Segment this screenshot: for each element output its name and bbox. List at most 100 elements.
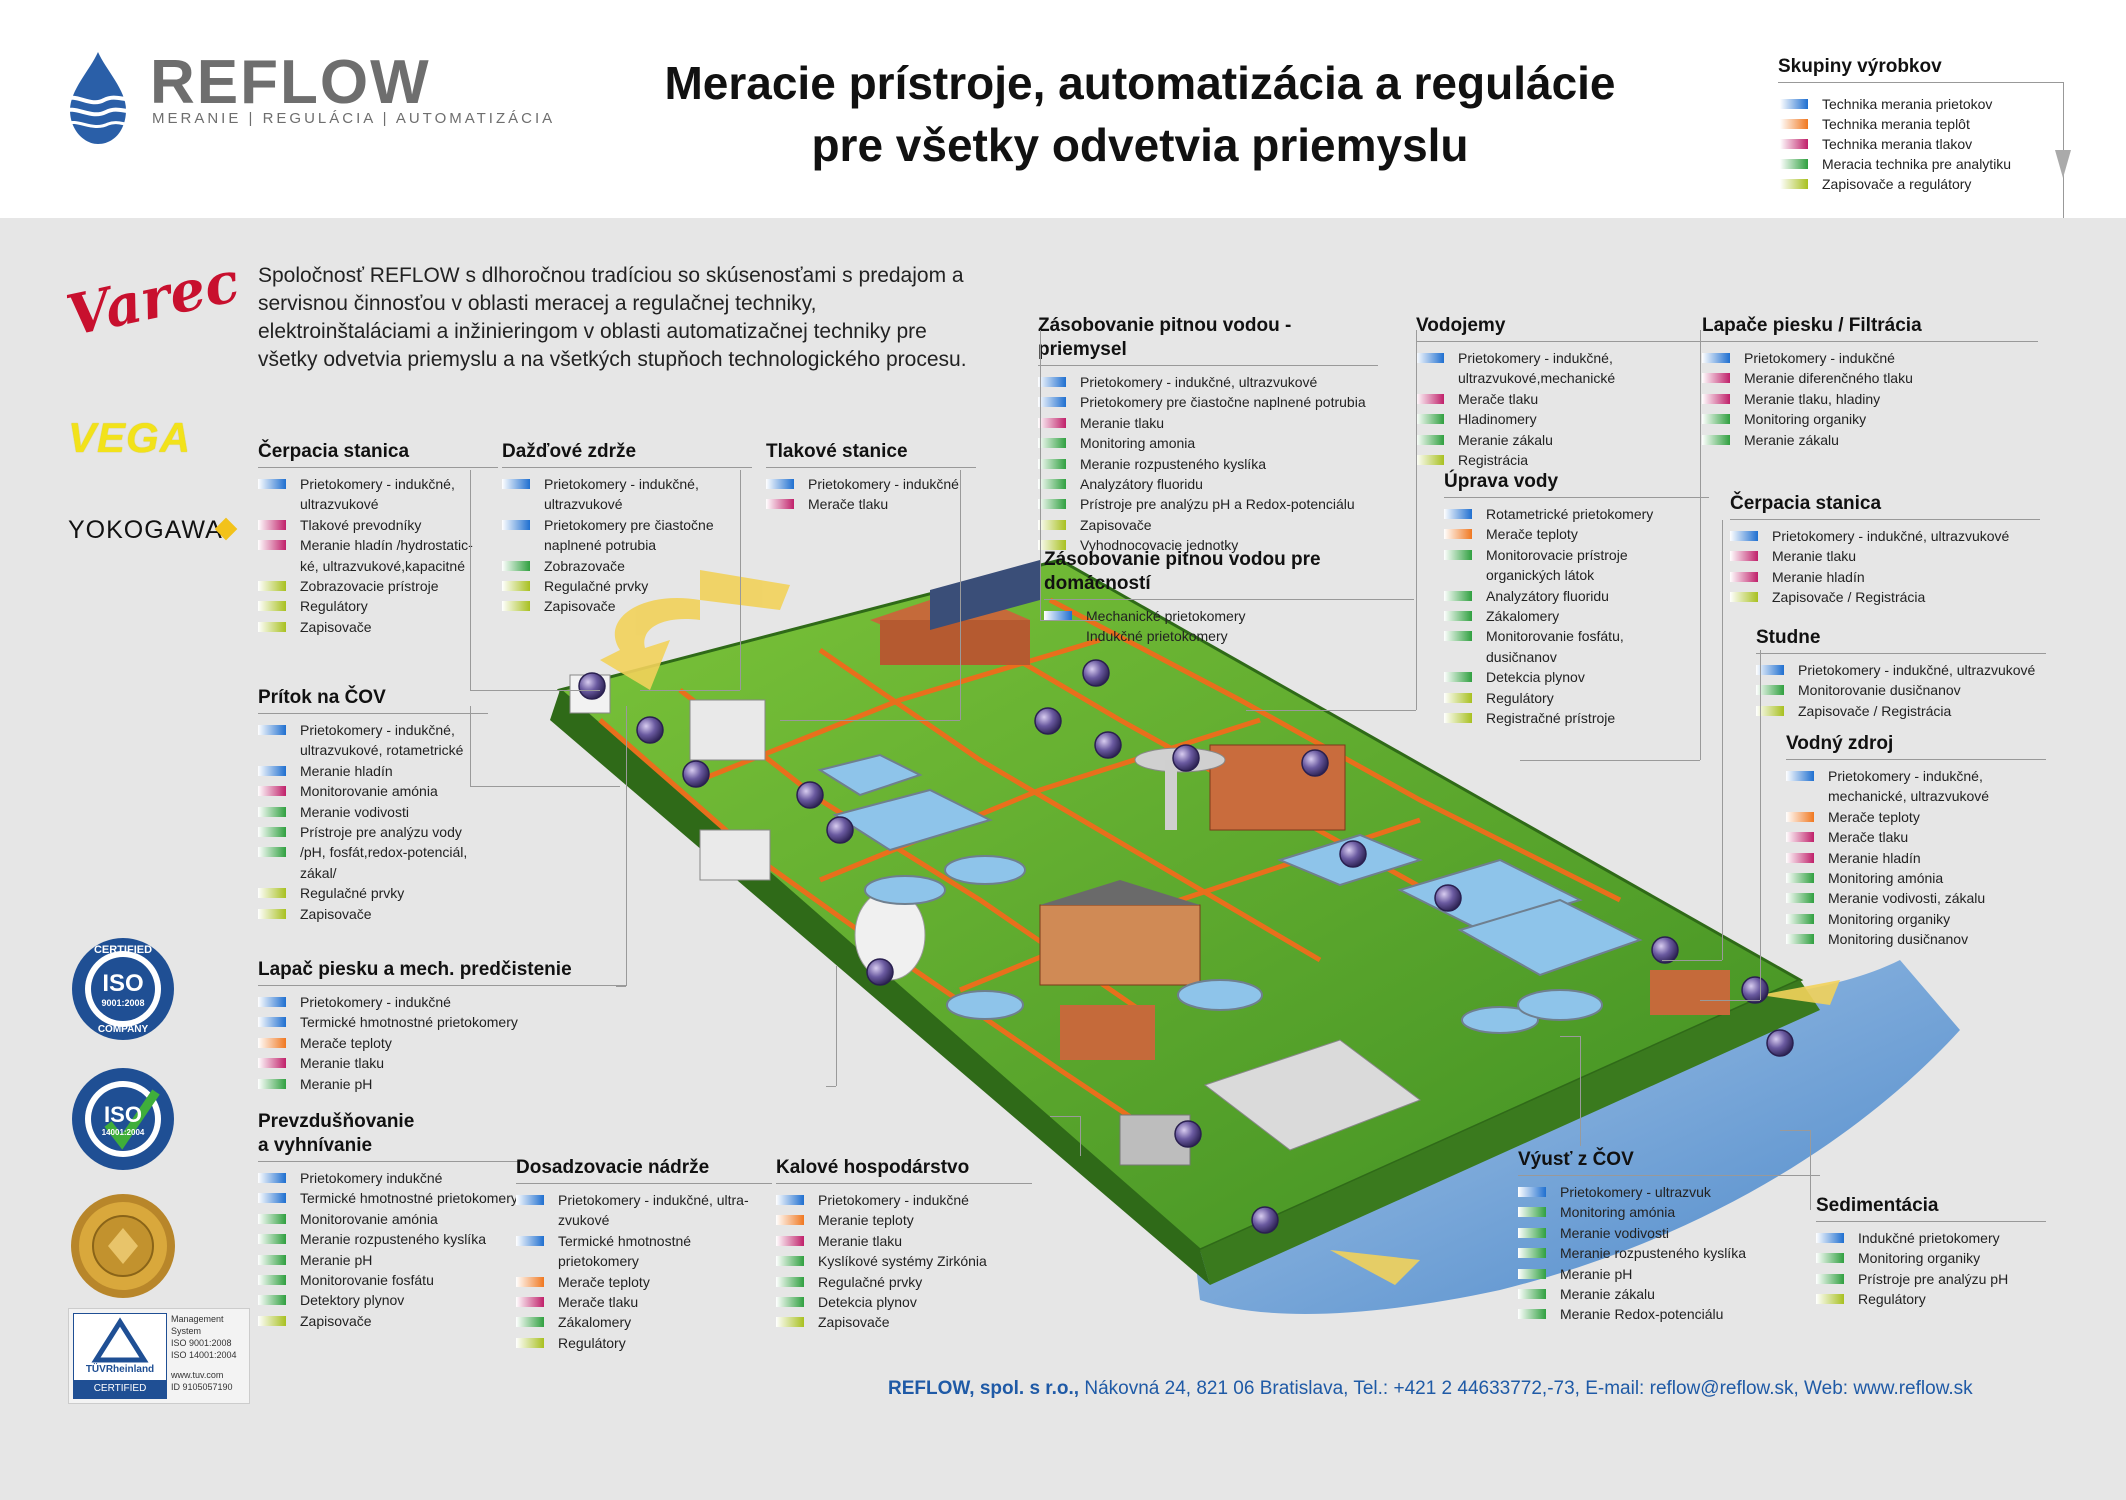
section-item: Meranie zákalu (1518, 1284, 1820, 1304)
category-swatch-icon (258, 621, 286, 632)
section-item-label: Zapisovače (300, 1312, 372, 1329)
category-swatch-icon (1416, 455, 1444, 466)
section-item: Prietokomery - indukčné, (1786, 766, 2046, 786)
section-item: Meranie zákalu (1702, 430, 2038, 450)
legend-item-label: Technika merania tlakov (1822, 136, 1973, 152)
category-swatch-icon (1444, 611, 1472, 622)
section-item-label: Prístroje pre analýzu pH a Redox-potenci… (1080, 496, 1355, 513)
section-item-label: Regulátory (558, 1334, 626, 1351)
section-item: Monitorovanie amónia (258, 781, 488, 801)
category-swatch-icon (1786, 771, 1814, 781)
section-item: Termické hmotnostné prietokomery (258, 1012, 626, 1032)
brand-name: REFLOW (150, 48, 431, 117)
section-item: Meranie pH (258, 1074, 626, 1094)
section-item: Merače tlaku (1416, 389, 1716, 409)
category-swatch-icon (766, 499, 794, 510)
category-swatch-icon (1702, 373, 1730, 384)
legend-arrow-icon (2055, 150, 2071, 178)
tuv-certificate: TÜVRheinland CERTIFIED Management System… (68, 1308, 250, 1404)
section-item-label: Regulátory (1858, 1291, 1926, 1308)
category-swatch-icon (1444, 509, 1472, 519)
section-item: Prietokomery - indukčné, ultrazvukové (1756, 660, 2046, 680)
buildings (569, 560, 1730, 1166)
legend-swatch-icon (1780, 119, 1808, 129)
legend-swatch-icon (1780, 99, 1808, 109)
section-title: Studne (1756, 627, 1821, 648)
legend-item: Technika merania tlakov (1780, 134, 2011, 154)
section-item: Meranie tlaku (776, 1231, 1032, 1251)
section-item: Zapisovače / Registrácia (1756, 701, 2046, 721)
section-item-label: Prietokomery - indukčné, ultrazvukové (1772, 528, 2010, 544)
section-item-label: Monitorovanie amónia (300, 783, 438, 800)
section-item: Meranie rozpusteného kyslíka (1518, 1243, 1820, 1263)
section-item-label: zvukové (558, 1212, 610, 1229)
section-item-label: ké, ultrazvukové,kapacitné (300, 557, 465, 574)
connector-line (1040, 330, 1041, 620)
section-item: Mechanické prietokomery (1044, 606, 1414, 626)
section-item-label: Meranie zákalu (1458, 431, 1553, 448)
section-item-label: Monitoring amónia (1828, 870, 1944, 887)
connector-line (780, 720, 960, 721)
section-underline (258, 467, 498, 468)
section-item: Meranie pH (1518, 1264, 1820, 1284)
category-swatch-icon (258, 1037, 286, 1048)
category-swatch-icon (1702, 434, 1730, 445)
connector-line (1580, 1036, 1581, 1146)
brand-tagline: MERANIE | REGULÁCIA | AUTOMATIZÁCIA (152, 110, 556, 127)
section-item-label: Meranie vodivosti (300, 803, 409, 820)
category-swatch-icon (1038, 479, 1066, 490)
category-swatch-icon (1416, 414, 1444, 425)
category-swatch-icon (258, 997, 286, 1007)
connector-line (960, 470, 961, 720)
section-item: Monitoring organiky (1702, 409, 2038, 429)
category-swatch-icon (1518, 1268, 1546, 1279)
section-item-label: Prietokomery - indukčné, ultra- (558, 1192, 749, 1208)
section-underline (258, 1161, 518, 1162)
category-swatch-icon (258, 725, 286, 735)
section-item-label: Prietokomery indukčné (300, 1170, 443, 1186)
section-item-label: Prístroje pre analýzu pH (1858, 1270, 2009, 1287)
section-item-label: ultrazvukové,mechanické (1458, 370, 1616, 387)
section-item: Regulátory (1816, 1289, 2046, 1309)
connector-line (1560, 1036, 1580, 1037)
category-swatch-icon (1444, 549, 1472, 560)
category-swatch-icon (258, 847, 286, 858)
category-swatch-icon (258, 1173, 286, 1183)
section-item: Detekcia plynov (776, 1292, 1032, 1312)
section-item: Meranie hladín /hydrostatic- (258, 535, 498, 555)
section-item: Rotametrické prietokomery (1444, 504, 1709, 524)
section-item-label: Prietokomery - indukčné, (300, 722, 455, 738)
category-swatch-icon (1416, 393, 1444, 404)
section-item-label: Merače tlaku (1458, 390, 1539, 407)
section-item-label: Rotametrické prietokomery (1486, 506, 1654, 522)
section-item-label: Meranie rozpusteného kyslíka (1080, 455, 1266, 472)
section-item-label: Merače tlaku (1828, 829, 1909, 846)
iso-14001-badge: ISO 14001:2004 (70, 1066, 176, 1172)
section-item-label: Meranie tlaku (818, 1232, 903, 1249)
section-item: Detekcia plynov (1444, 667, 1709, 687)
title-line-2: pre všetky odvetvia priemyslu (811, 119, 1469, 171)
legend-item: Meracia technika pre analytiku (1780, 154, 2011, 174)
iso-9001-seal-icon (72, 938, 174, 1040)
category-swatch-icon (1756, 685, 1784, 696)
gold-seal-icon (71, 1194, 175, 1298)
section-item: Meranie vodivosti (1518, 1223, 1820, 1243)
section-item-label: Monitorovanie amónia (300, 1210, 438, 1227)
section-item-label: Meranie Redox-potenciálu (1560, 1306, 1724, 1323)
section-underline (1038, 365, 1378, 366)
section-item-label: Meranie tlaku, hladiny (1744, 390, 1881, 407)
section-item-label: Meranie tlaku (1772, 548, 1857, 565)
section-title: Zásobovanie pitnou vodou pre domácností (1044, 549, 1321, 594)
category-swatch-icon (1038, 417, 1066, 428)
section-item-label: Prietokomery - indukčné, ultrazvukové (1080, 374, 1318, 390)
section-item: Monitoring organiky (1816, 1248, 2046, 1268)
section-item-label: Zapisovače (544, 598, 616, 615)
tuv-text: Management System ISO 9001:2008 ISO 1400… (171, 1313, 237, 1393)
category-swatch-icon (1444, 631, 1472, 642)
section-underline (1730, 519, 2040, 520)
